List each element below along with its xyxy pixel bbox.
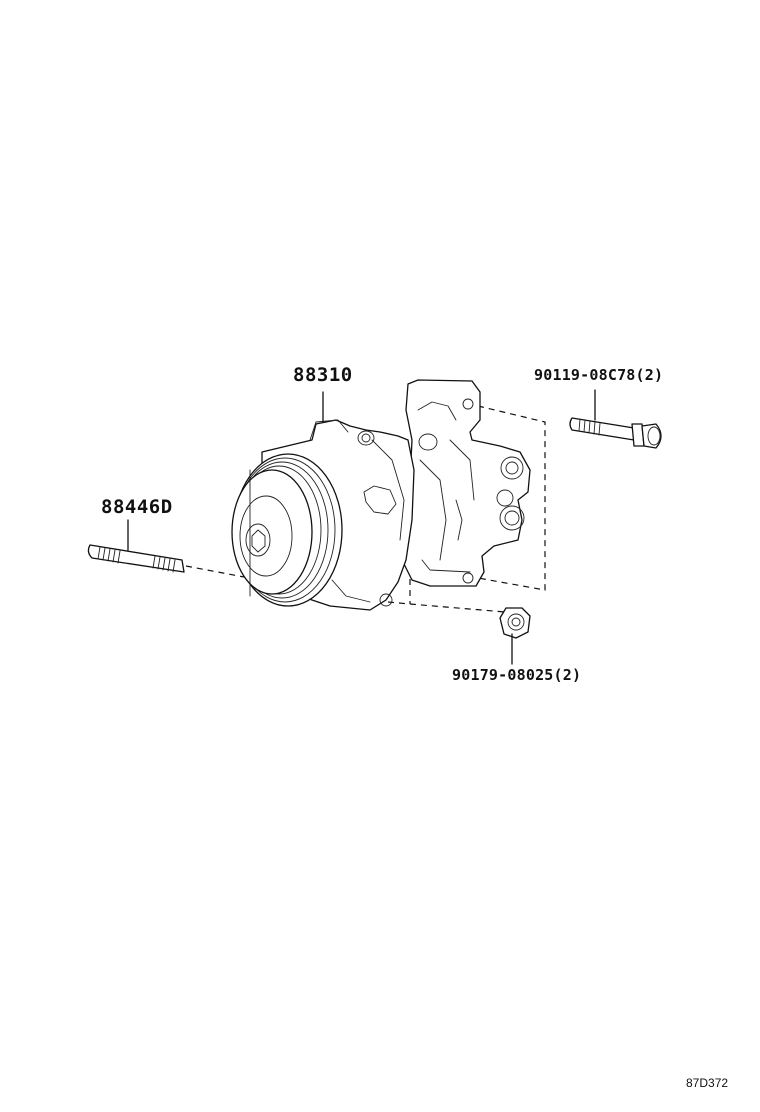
diagram-id-code: 87D372	[686, 1076, 729, 1090]
stud-alignment-line	[185, 565, 245, 578]
stud-illustration	[87, 544, 185, 573]
bolt-illustration	[569, 417, 662, 449]
compressor-illustration	[231, 379, 531, 611]
quantity-bolt: (2)	[635, 366, 664, 384]
bolt-alignment-line	[477, 405, 546, 591]
part-label-nut: 90179-08025(2)	[452, 668, 581, 683]
leader-lines	[127, 389, 596, 665]
part-number-compressor: 88310	[293, 364, 353, 386]
part-label-bolt: 90119-08C78(2)	[534, 368, 663, 383]
quantity-nut: (2)	[553, 666, 582, 684]
part-number-stud: 88446D	[101, 496, 173, 518]
part-number-nut: 90179-08025	[452, 666, 554, 684]
nut-illustration	[499, 607, 531, 639]
part-number-bolt: 90119-08C78	[534, 366, 636, 384]
